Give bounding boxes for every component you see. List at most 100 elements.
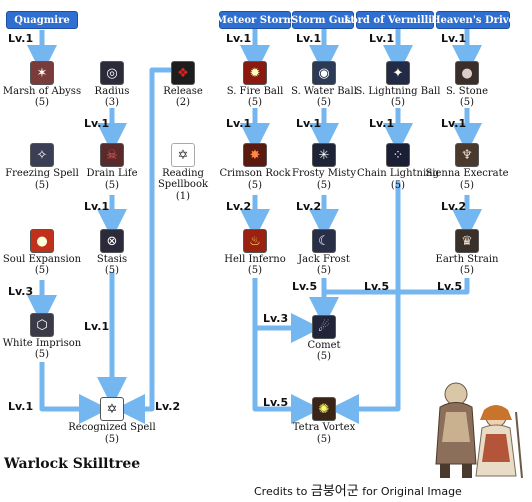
stone-level: (5) (459, 97, 475, 108)
water-ball-icon[interactable]: ◉ (312, 61, 336, 85)
recognized-spell-level: (5) (104, 434, 120, 445)
white-imprison-icon[interactable]: ⬡ (30, 313, 54, 337)
banner-meteor-storm: Meteor Storm (216, 11, 294, 29)
release-icon[interactable]: ❖ (171, 61, 195, 85)
fire-ball-icon[interactable]: ✹ (243, 61, 267, 85)
marsh-of-abyss-name: Marsh of Abyss (2, 86, 82, 97)
level-label-lord-of-vermillion: Lv.1 (369, 32, 395, 45)
banner-heavens-drive: Heaven's Drive (431, 11, 515, 29)
drain-life-icon[interactable]: ☠ (100, 143, 124, 167)
sienna-execrate-icon[interactable]: ♆ (455, 143, 479, 167)
hell-inferno-icon[interactable]: ♨ (243, 229, 267, 253)
level-label-drain-life: Lv.1 (84, 200, 110, 213)
sienna-execrate-name: Sienna Execrate (425, 168, 509, 179)
hell-inferno-name: Hell Inferno (224, 254, 286, 265)
stasis-icon[interactable]: ⊗ (100, 229, 124, 253)
page-title: Warlock Skilltree (4, 456, 141, 472)
freezing-spell-level: (5) (34, 180, 50, 191)
level-label-hell-inferno-tetra: Lv.5 (263, 396, 289, 409)
hell-inferno-level: (5) (247, 265, 263, 276)
freezing-spell-name: Freezing Spell (5, 168, 79, 179)
level-label-radius: Lv.1 (84, 117, 110, 130)
lightning-ball-level: (5) (390, 97, 406, 108)
sienna-execrate-level: (5) (459, 180, 475, 191)
level-label-jack-frost: Lv.5 (292, 280, 318, 293)
tetra-vortex-level: (5) (316, 434, 332, 445)
radius-level: (3) (104, 97, 120, 108)
soul-expansion-level: (5) (34, 265, 50, 276)
soul-expansion-name: Soul Expansion (2, 254, 82, 265)
earth-strain-level: (5) (459, 265, 475, 276)
fire-ball-level: (5) (247, 97, 263, 108)
frosty-misty-name: Frosty Misty (292, 168, 356, 179)
stasis-name: Stasis (96, 254, 128, 265)
level-label-quagmire: Lv.1 (8, 32, 34, 45)
character-artwork (435, 382, 523, 479)
marsh-of-abyss-icon[interactable]: ✶ (30, 61, 54, 85)
level-label-crimson-rock: Lv.2 (226, 200, 252, 213)
recognized-spell-icon[interactable]: ✡ (100, 397, 124, 421)
level-label-chain-lightning: Lv.5 (364, 280, 390, 293)
earth-strain-name: Earth Strain (435, 254, 499, 265)
recognized-spell-name: Recognized Spell (68, 422, 156, 433)
soul-expansion-icon[interactable]: ● (30, 229, 54, 253)
lightning-ball-icon[interactable]: ✦ (386, 61, 410, 85)
chain-lightning-icon[interactable]: ⁘ (386, 143, 410, 167)
stone-name: S. Stone (445, 86, 489, 97)
radius-name: Radius (94, 86, 130, 97)
fire-ball-name: S. Fire Ball (226, 86, 284, 97)
level-label-white-imprison: Lv.1 (8, 400, 34, 413)
credits-author: 금붕어군 (310, 484, 359, 499)
level-label-storm-gust: Lv.1 (296, 32, 322, 45)
release-level: (2) (175, 97, 191, 108)
level-label-earth-strain: Lv.5 (437, 280, 463, 293)
reading-spellbook-icon[interactable]: ✡ (171, 143, 195, 167)
crimson-rock-icon[interactable]: ✸ (243, 143, 267, 167)
drain-life-name: Drain Life (86, 168, 138, 179)
credits-prefix: Credits to (254, 485, 308, 498)
credits-line: Credits to 금붕어군 for Original Image (254, 480, 462, 499)
comet-level: (5) (316, 351, 332, 362)
comet-icon[interactable]: ☄ (312, 315, 336, 339)
white-imprison-name: White Imprison (2, 338, 82, 349)
frosty-misty-icon[interactable]: ✳ (312, 143, 336, 167)
water-ball-name: S. Water Ball (291, 86, 357, 97)
radius-icon[interactable]: ◎ (100, 61, 124, 85)
jack-frost-icon[interactable]: ☾ (312, 229, 336, 253)
level-label-soul-expansion: Lv.3 (8, 285, 34, 298)
level-label-fire-ball: Lv.1 (226, 117, 252, 130)
lightning-ball-name: S. Lightning Ball (355, 86, 441, 97)
tetra-vortex-icon[interactable]: ✺ (312, 397, 336, 421)
level-label-lightning-ball: Lv.1 (369, 117, 395, 130)
drain-life-level: (5) (104, 180, 120, 191)
jack-frost-name: Jack Frost (298, 254, 350, 265)
jack-frost-level: (5) (316, 265, 332, 276)
stone-icon[interactable]: ● (455, 61, 479, 85)
level-label-water-ball: Lv.1 (296, 117, 322, 130)
release-name: Release (163, 86, 203, 97)
banner-storm-gust: Storm Gust (291, 11, 355, 29)
level-label-sienna-execrate: Lv.2 (441, 200, 467, 213)
crimson-rock-level: (5) (247, 180, 263, 191)
marsh-of-abyss-level: (5) (34, 97, 50, 108)
water-ball-level: (5) (316, 97, 332, 108)
reading-spellbook-level: (1) (175, 191, 191, 202)
tetra-vortex-name: Tetra Vortex (292, 422, 356, 433)
connector-hell-tetra (252, 278, 321, 424)
level-label-hell-inferno-comet: Lv.3 (263, 312, 289, 325)
comet-name: Comet (307, 340, 341, 351)
freezing-spell-icon[interactable]: ✧ (30, 143, 54, 167)
stasis-level: (5) (104, 265, 120, 276)
chain-lightning-level: (5) (390, 180, 406, 191)
reading-spellbook-name: Reading Spellbook (157, 168, 209, 190)
frosty-misty-level: (5) (316, 180, 332, 191)
banner-quagmire: Quagmire (6, 11, 78, 29)
earth-strain-icon[interactable]: ♛ (455, 229, 479, 253)
credits-suffix: for Original Image (362, 485, 462, 498)
connector-white-recognized (39, 362, 109, 424)
connector-earth-bar (398, 278, 470, 295)
white-imprison-level: (5) (34, 349, 50, 360)
level-label-release: Lv.2 (155, 400, 181, 413)
